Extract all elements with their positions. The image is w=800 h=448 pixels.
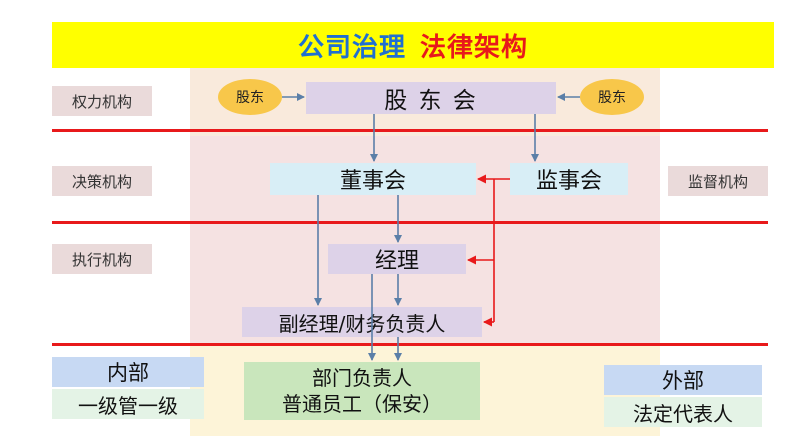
external-subtitle-box: 法定代表人 (604, 397, 762, 427)
departments-box: 部门负责人 普通员工（保安） (244, 362, 480, 420)
level-label-decision: 决策机构 (52, 166, 152, 196)
departments-line2: 普通员工（保安） (282, 392, 442, 416)
supervisory-board-box: 监事会 (510, 163, 628, 195)
shareholder-right-oval: 股东 (580, 79, 644, 115)
board-of-directors-box: 董事会 (270, 163, 476, 195)
shareholder-left-oval: 股东 (218, 79, 282, 115)
separator-line-2 (52, 221, 768, 224)
title-banner: 公司治理 法律架构 (52, 22, 774, 68)
deputy-manager-box: 副经理/财务负责人 (242, 307, 482, 337)
title-part1: 公司治理 (297, 32, 406, 63)
shareholders-meeting-box: 股 东 会 (306, 82, 556, 114)
separator-line-3 (52, 343, 768, 346)
level-label-power: 权力机构 (52, 86, 152, 116)
level-label-execution: 执行机构 (52, 244, 152, 274)
separator-line-1 (52, 129, 768, 132)
manager-box: 经理 (328, 244, 466, 274)
level-label-supervision: 监督机构 (668, 166, 768, 196)
departments-line1: 部门负责人 (312, 366, 412, 390)
internal-title-box: 内部 (52, 357, 204, 387)
title-part2: 法律架构 (420, 32, 529, 63)
internal-subtitle-box: 一级管一级 (52, 389, 204, 419)
external-title-box: 外部 (604, 365, 762, 395)
